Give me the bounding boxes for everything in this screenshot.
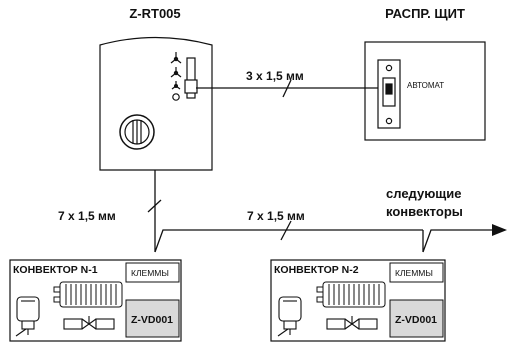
arrow-icon: [492, 224, 507, 236]
convector-2-valve-label: Z-VD001: [395, 314, 437, 326]
radiator-icon: [53, 281, 123, 308]
actuator-icon: [277, 296, 302, 337]
convector-1-valve-label: Z-VD001: [131, 314, 173, 326]
actuator-icon: [15, 296, 40, 337]
fan-medium-icon: [170, 67, 182, 78]
valve-icon: [63, 316, 115, 330]
next-convectors-line2: конвекторы: [386, 204, 463, 219]
convector-1: КОНВЕКТОР N-1 КЛЕММЫ Z-VD001: [9, 259, 182, 342]
next-convectors-line1: следующие: [386, 186, 461, 201]
radiator-icon: [316, 281, 386, 308]
fan-high-icon: [170, 52, 182, 64]
cable-bus-label: 7 x 1,5 мм: [247, 209, 305, 223]
cable-down-label: 7 x 1,5 мм: [58, 209, 116, 223]
convector-1-title: КОНВЕКТОР N-1: [13, 264, 98, 276]
wires: [147, 79, 505, 253]
fan-low-icon: [171, 81, 181, 90]
convector-1-terminals: КЛЕММЫ: [131, 268, 169, 278]
panel-title: РАСПР. ЩИТ: [385, 6, 465, 21]
cable-to-panel-label: 3 x 1,5 мм: [246, 69, 304, 83]
convector-2-terminals: КЛЕММЫ: [395, 268, 433, 278]
thermostat-title: Z-RT005: [129, 6, 180, 21]
distribution-panel: [364, 41, 486, 141]
convector-2-title: КОНВЕКТОР N-2: [274, 264, 359, 276]
off-icon: [172, 93, 180, 101]
breaker: [377, 59, 401, 129]
dial-icon: [119, 114, 155, 150]
thermostat: [99, 36, 213, 171]
convector-2: КОНВЕКТОР N-2 КЛЕММЫ Z-VD001: [270, 259, 446, 342]
valve-icon: [326, 316, 378, 330]
breaker-label: АВТОМАТ: [407, 81, 444, 90]
